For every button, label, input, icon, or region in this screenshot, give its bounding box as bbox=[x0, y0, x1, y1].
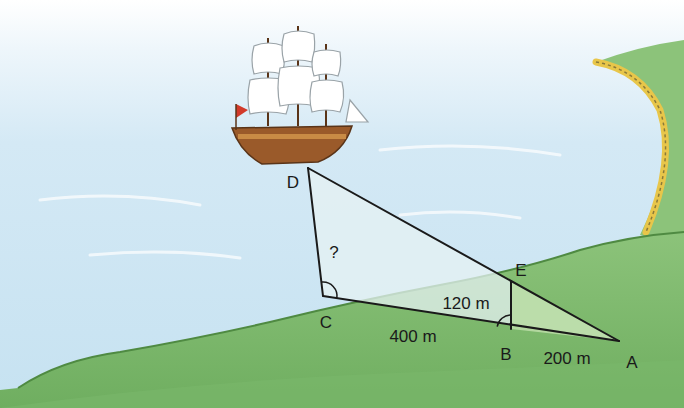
point-label: A bbox=[626, 354, 637, 371]
headland bbox=[596, 40, 684, 250]
point-label: D bbox=[287, 174, 299, 191]
point-label: B bbox=[500, 346, 511, 363]
dimension-label: 200 m bbox=[543, 350, 590, 367]
land-shade bbox=[0, 360, 684, 408]
point-label: E bbox=[515, 262, 526, 279]
cliff-edge-detail bbox=[596, 62, 666, 232]
point-label: C bbox=[320, 314, 332, 331]
dimension-label: 120 m bbox=[442, 295, 489, 312]
triangle-dca bbox=[308, 168, 619, 341]
cliff-edge bbox=[596, 62, 666, 232]
dimension-label: 400 m bbox=[389, 328, 436, 345]
unknown-length: ? bbox=[329, 244, 338, 261]
angle-marks bbox=[321, 282, 511, 327]
triangle-lines bbox=[308, 168, 619, 341]
ship bbox=[232, 26, 368, 164]
